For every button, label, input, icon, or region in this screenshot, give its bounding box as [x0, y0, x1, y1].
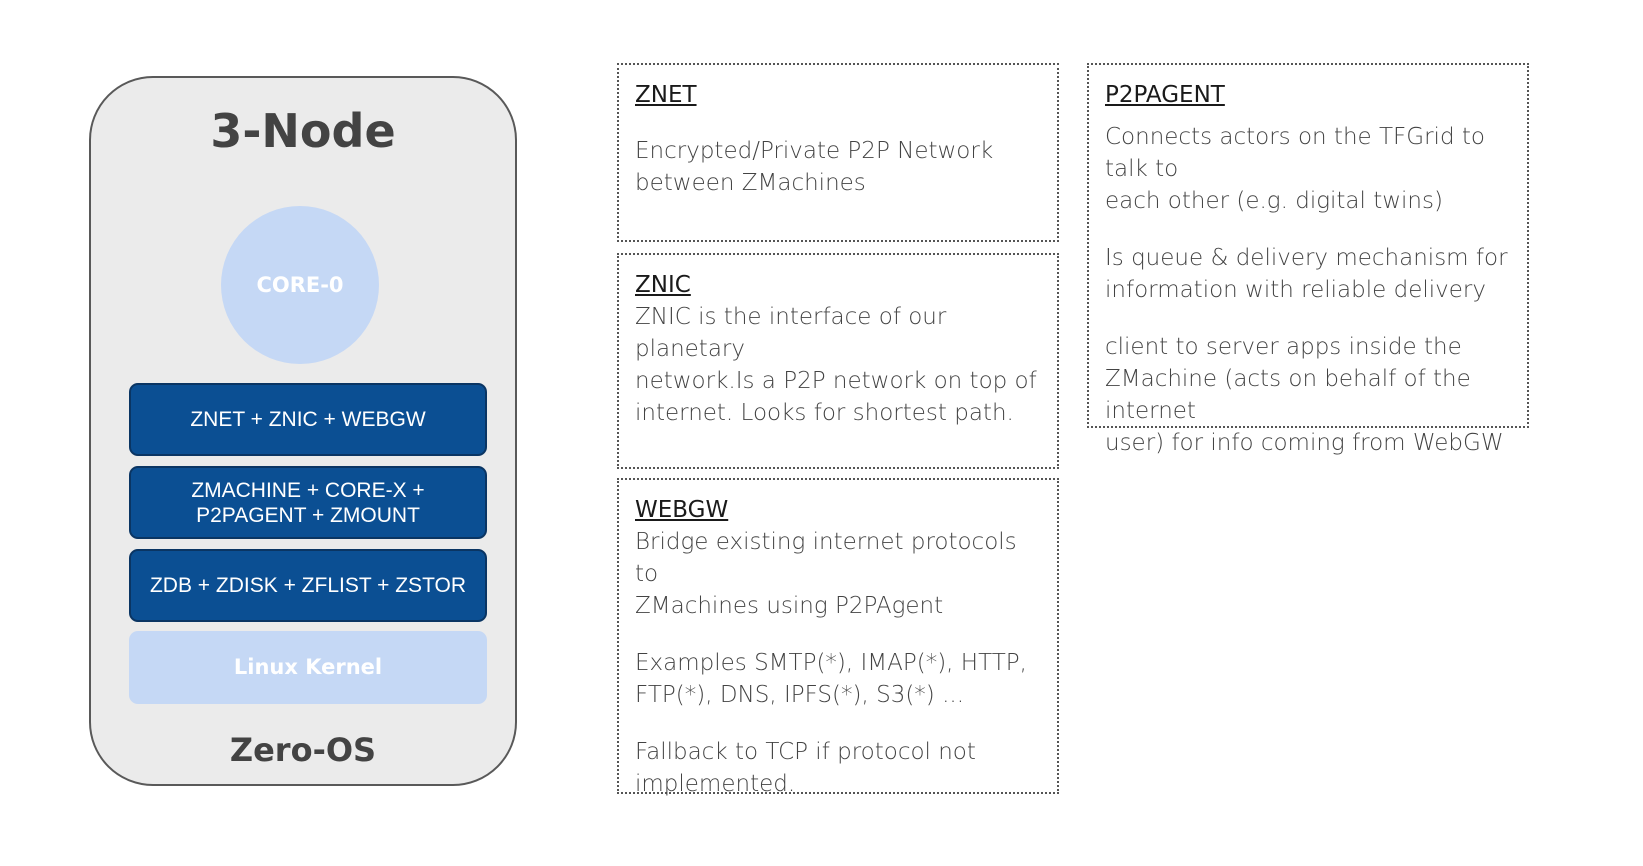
p2pagent-box: P2PAGENT Connects actors on the TFGrid t… — [1087, 63, 1529, 456]
znic-box: ZNIC ZNIC is the interface of our planet… — [617, 253, 1059, 469]
znet-description: Encrypted/Private P2P Network between ZM… — [635, 138, 994, 196]
three-node-container: 3-Node CORE-0 ZNET + ZNIC + WEBGW ZMACHI… — [89, 76, 517, 786]
p2pagent-paragraph-1: Connects actors on the TFGrid to talk to… — [1105, 124, 1485, 214]
node-footer: Zero-OS — [229, 731, 377, 769]
linux-kernel-layer: Linux Kernel — [129, 631, 487, 704]
webgw-paragraph-1: Bridge existing internet protocols to ZM… — [635, 529, 1017, 619]
webgw-paragraph-2: Examples SMTP(*), IMAP(*), HTTP, FTP(*),… — [635, 650, 1027, 708]
p2pagent-paragraph-3: client to server apps inside the ZMachin… — [1105, 334, 1504, 456]
network-layer: ZNET + ZNIC + WEBGW — [129, 383, 487, 456]
compute-layer-label: ZMACHINE + CORE-X + P2PAGENT + ZMOUNT — [191, 478, 425, 527]
linux-kernel-label: Linux Kernel — [233, 655, 383, 679]
znet-title: ZNET — [635, 82, 697, 108]
znic-description: ZNIC is the interface of our planetary n… — [635, 304, 1037, 426]
compute-layer: ZMACHINE + CORE-X + P2PAGENT + ZMOUNT — [129, 466, 487, 539]
storage-layer-label: ZDB + ZDISK + ZFLIST + ZSTOR — [149, 574, 467, 597]
core-0-circle: CORE-0 — [221, 206, 379, 364]
network-layer-label: ZNET + ZNIC + WEBGW — [190, 408, 426, 431]
znet-box: ZNET Encrypted/Private P2P Network betwe… — [617, 63, 1059, 242]
webgw-box: WEBGW Bridge existing internet protocols… — [617, 478, 1059, 797]
p2pagent-title: P2PAGENT — [1105, 82, 1225, 108]
webgw-paragraph-3: Fallback to TCP if protocol not implemen… — [635, 739, 976, 797]
storage-layer: ZDB + ZDISK + ZFLIST + ZSTOR — [129, 549, 487, 622]
p2pagent-paragraph-2: Is queue & delivery mechanism for inform… — [1105, 245, 1508, 303]
core-0-label: CORE-0 — [256, 273, 344, 297]
node-title: 3-Node — [210, 104, 396, 158]
webgw-title: WEBGW — [635, 497, 729, 523]
znic-title: ZNIC — [635, 272, 691, 298]
